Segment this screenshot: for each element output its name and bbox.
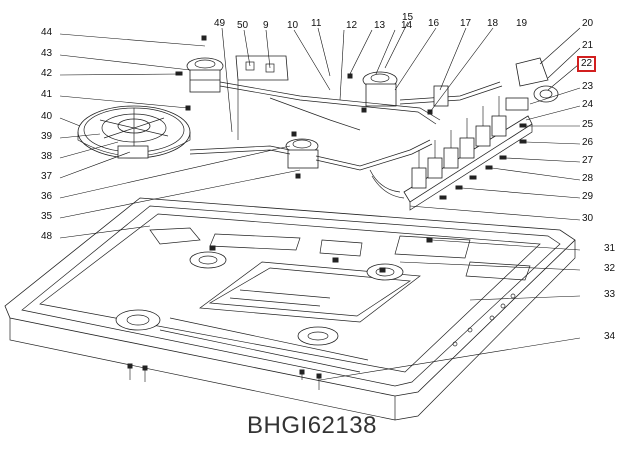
callout-37: 37 xyxy=(41,171,53,182)
callout-42: 42 xyxy=(41,68,53,79)
callout-19: 19 xyxy=(516,18,528,29)
callout-30: 30 xyxy=(582,213,594,224)
callout-25: 25 xyxy=(582,119,594,130)
callout-33: 33 xyxy=(604,289,616,300)
callout-44: 44 xyxy=(41,27,53,38)
callout-21: 21 xyxy=(582,40,594,51)
valve-rail-artwork xyxy=(403,96,533,211)
callout-12: 12 xyxy=(346,20,358,31)
callout-32: 32 xyxy=(604,263,616,274)
burner-top-left-artwork xyxy=(175,35,224,111)
callout-28: 28 xyxy=(582,173,594,184)
callout-36: 36 xyxy=(41,191,53,202)
callout-34: 34 xyxy=(604,331,616,342)
callout-17: 17 xyxy=(460,18,472,29)
callout-41: 41 xyxy=(41,89,53,100)
callout-13: 13 xyxy=(374,20,386,31)
callout-15: 15 xyxy=(402,12,414,23)
callout-27: 27 xyxy=(582,155,594,166)
callout-10: 10 xyxy=(287,20,299,31)
callout-39: 39 xyxy=(41,131,53,142)
gas-inlet-artwork xyxy=(427,57,559,115)
callout-40: 40 xyxy=(41,111,53,122)
callout-16: 16 xyxy=(428,18,440,29)
callout-29: 29 xyxy=(582,191,594,202)
callout-43: 43 xyxy=(41,48,53,59)
model-number-label: BHGI62138 xyxy=(247,412,377,439)
callout-31: 31 xyxy=(604,243,616,254)
callout-18: 18 xyxy=(487,18,499,29)
callout-9: 9 xyxy=(263,20,269,31)
callout-14: 14 xyxy=(401,20,413,31)
burner-center-artwork xyxy=(285,131,319,179)
callout-23: 23 xyxy=(582,81,594,92)
gas-pipes-artwork xyxy=(189,81,503,199)
callout-20: 20 xyxy=(582,18,594,29)
burner-top-right-artwork xyxy=(347,71,398,113)
callout-50: 50 xyxy=(237,20,249,31)
callout-22-highlighted: 22 xyxy=(577,56,597,72)
callout-48: 48 xyxy=(41,231,53,242)
callout-38: 38 xyxy=(41,151,53,162)
callout-26: 26 xyxy=(582,137,594,148)
tray-artwork xyxy=(4,197,576,421)
leader-lines xyxy=(59,21,581,381)
callout-35: 35 xyxy=(41,211,53,222)
callout-49: 49 xyxy=(214,18,226,29)
callout-11: 11 xyxy=(311,18,322,29)
screws-artwork xyxy=(127,237,433,390)
wok-burner-artwork xyxy=(77,105,191,159)
bracket-artwork xyxy=(235,55,289,140)
callout-24: 24 xyxy=(582,99,594,110)
